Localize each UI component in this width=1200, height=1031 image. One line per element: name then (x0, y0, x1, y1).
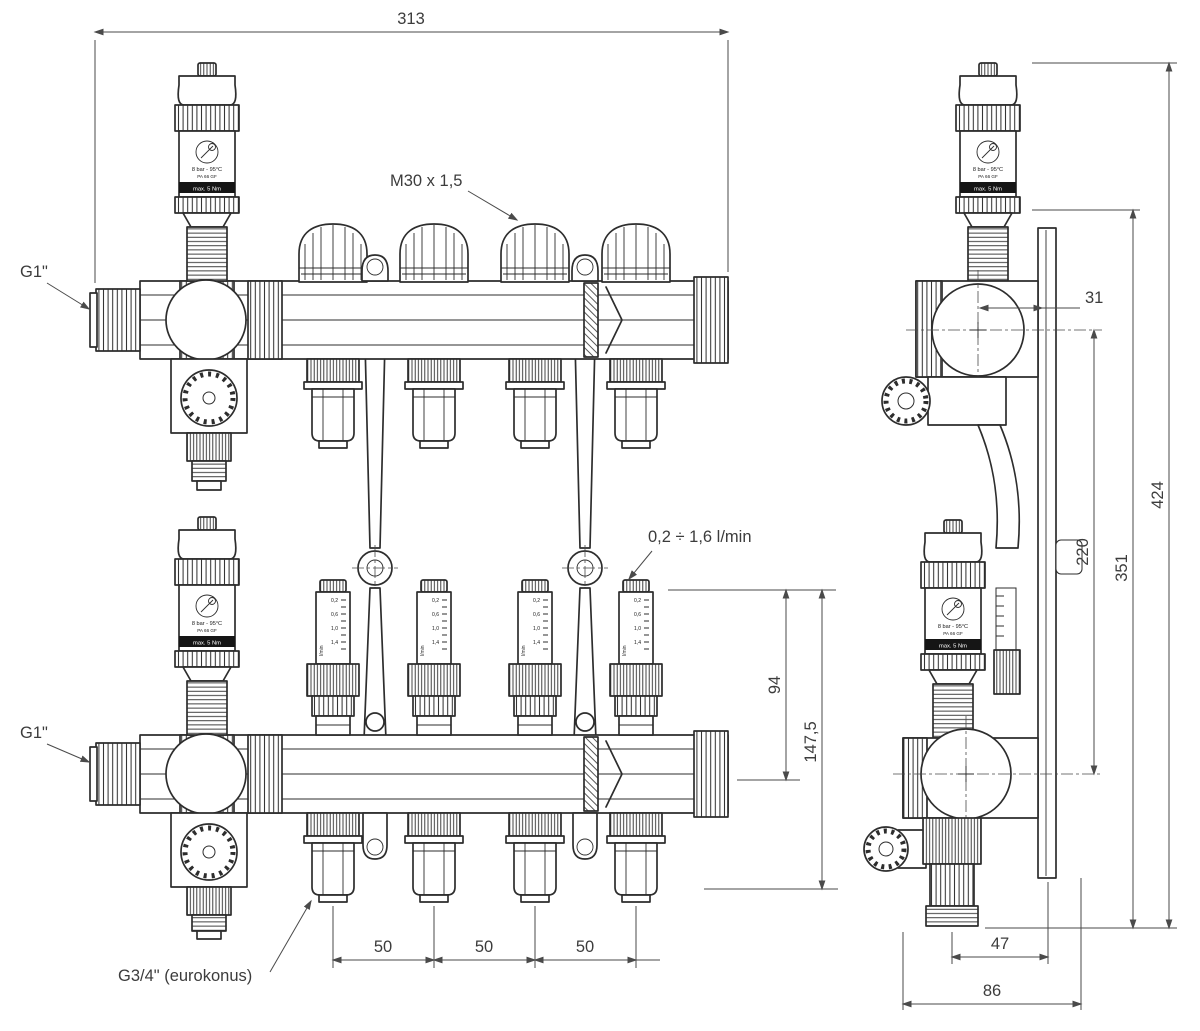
air-vent-side-lower (920, 519, 986, 739)
mounting-bracket-right (562, 299, 608, 741)
callout-g1-top: G1" (20, 263, 91, 310)
front-view (89, 62, 729, 940)
outlet-connection (606, 358, 666, 449)
dimension-313: 313 (93, 10, 730, 283)
bracket-ear (571, 254, 599, 282)
bracket-hole (575, 712, 595, 732)
flow-meter (407, 579, 461, 736)
g1-inlet-face (89, 746, 98, 802)
g1-inlet (95, 288, 141, 352)
outlet-connection (404, 358, 464, 449)
bracket-foot (572, 812, 598, 860)
outlet-connection (505, 812, 565, 903)
dim-424-label: 424 (1149, 481, 1167, 509)
dim-220-label: 220 (1074, 538, 1092, 566)
inlet-bottom-label: G1" (20, 724, 48, 742)
g1-inlet-face (89, 292, 98, 348)
dimension-outlet-spacing: 50 50 50 (331, 906, 660, 968)
wall-bracket-plate (1037, 227, 1057, 879)
air-vent (174, 62, 240, 282)
outlet-connection (404, 812, 464, 903)
drain-knob (180, 369, 238, 427)
dim-50-label: 50 (475, 938, 493, 956)
dimension-94: 94 (668, 588, 836, 782)
dim-50-label: 50 (374, 938, 392, 956)
dimension-220: 220 (1074, 328, 1098, 776)
end-cap (693, 730, 729, 818)
outlet-connection (505, 358, 565, 449)
bar-chevron (605, 286, 623, 354)
front-bottom-manifold (89, 516, 729, 940)
side-knob-top (881, 376, 931, 426)
flow-meter (609, 579, 663, 736)
flow-meter (508, 579, 562, 736)
end-cap (693, 276, 729, 364)
dim-313-label: 313 (397, 10, 425, 28)
drain-outlet (186, 886, 232, 940)
bar-chevron (605, 740, 623, 808)
bar-rib-section (247, 734, 283, 814)
valve-thread-label: M30 x 1,5 (390, 172, 462, 190)
flowmeter-ring-profile (993, 649, 1021, 695)
inlet-top-label: G1" (20, 263, 48, 281)
dim-50-label: 50 (576, 938, 594, 956)
dimensions: 313 M30 x 1,5 G1" G1" 0,2 ÷ 1,6 l/min 94… (20, 10, 1177, 1010)
flow-range-label: 0,2 ÷ 1,6 l/min (648, 528, 752, 546)
callout-g34-eurokonus: G3/4" (eurokonus) (118, 899, 312, 985)
drain-outlet (186, 432, 232, 491)
callout-g1-bottom: G1" (20, 724, 91, 763)
dimension-47: 47 (950, 882, 1050, 964)
dim-94-label: 94 (766, 676, 784, 694)
dim-86-label: 86 (983, 982, 1001, 1000)
dimension-31: 31 (978, 289, 1103, 312)
thermostatic-valve-cap (500, 223, 570, 283)
bracket-hole (365, 712, 385, 732)
flowmeter-profile (995, 587, 1017, 651)
bracket-foot (362, 812, 388, 860)
bar-rib-section (247, 280, 283, 360)
g1-inlet (95, 742, 141, 806)
outlet-connection (606, 812, 666, 903)
bracket-clip (1055, 539, 1083, 575)
thermostatic-valve-cap (601, 223, 671, 283)
outlet-connection (303, 812, 363, 903)
dimension-86: 86 (901, 878, 1083, 1010)
callout-m30: M30 x 1,5 (390, 172, 519, 221)
bar-hatch-section (583, 282, 599, 358)
flow-meter (306, 579, 360, 736)
air-vent-side (955, 62, 1021, 282)
bracket-ear (361, 254, 389, 282)
front-top-manifold (89, 62, 729, 491)
drain-knob (180, 823, 238, 881)
side-knob-bottom (863, 826, 909, 872)
outlet-thread-label: G3/4" (eurokonus) (118, 967, 252, 985)
ball-valve-body (165, 279, 247, 361)
bar-hatch-section (583, 736, 599, 812)
dim-31-label: 31 (1085, 289, 1103, 307)
side-view (863, 62, 1102, 927)
ball-valve-body (165, 733, 247, 815)
dimension-147-5: 147,5 (704, 588, 838, 891)
thermostatic-valve-cap (399, 223, 469, 283)
dim-351-label: 351 (1113, 554, 1131, 582)
dim-47-label: 47 (991, 935, 1009, 953)
air-vent (174, 516, 240, 736)
callout-flow-range: 0,2 ÷ 1,6 l/min (628, 528, 752, 581)
dimension-424: 424 (1032, 61, 1177, 930)
side-valve-lower (927, 376, 1007, 426)
dim-147-5-label: 147,5 (802, 721, 820, 762)
thermostatic-valve-cap (298, 223, 368, 283)
outlet-connection (303, 358, 363, 449)
body-profile (977, 424, 1021, 549)
side-drain (922, 817, 982, 927)
